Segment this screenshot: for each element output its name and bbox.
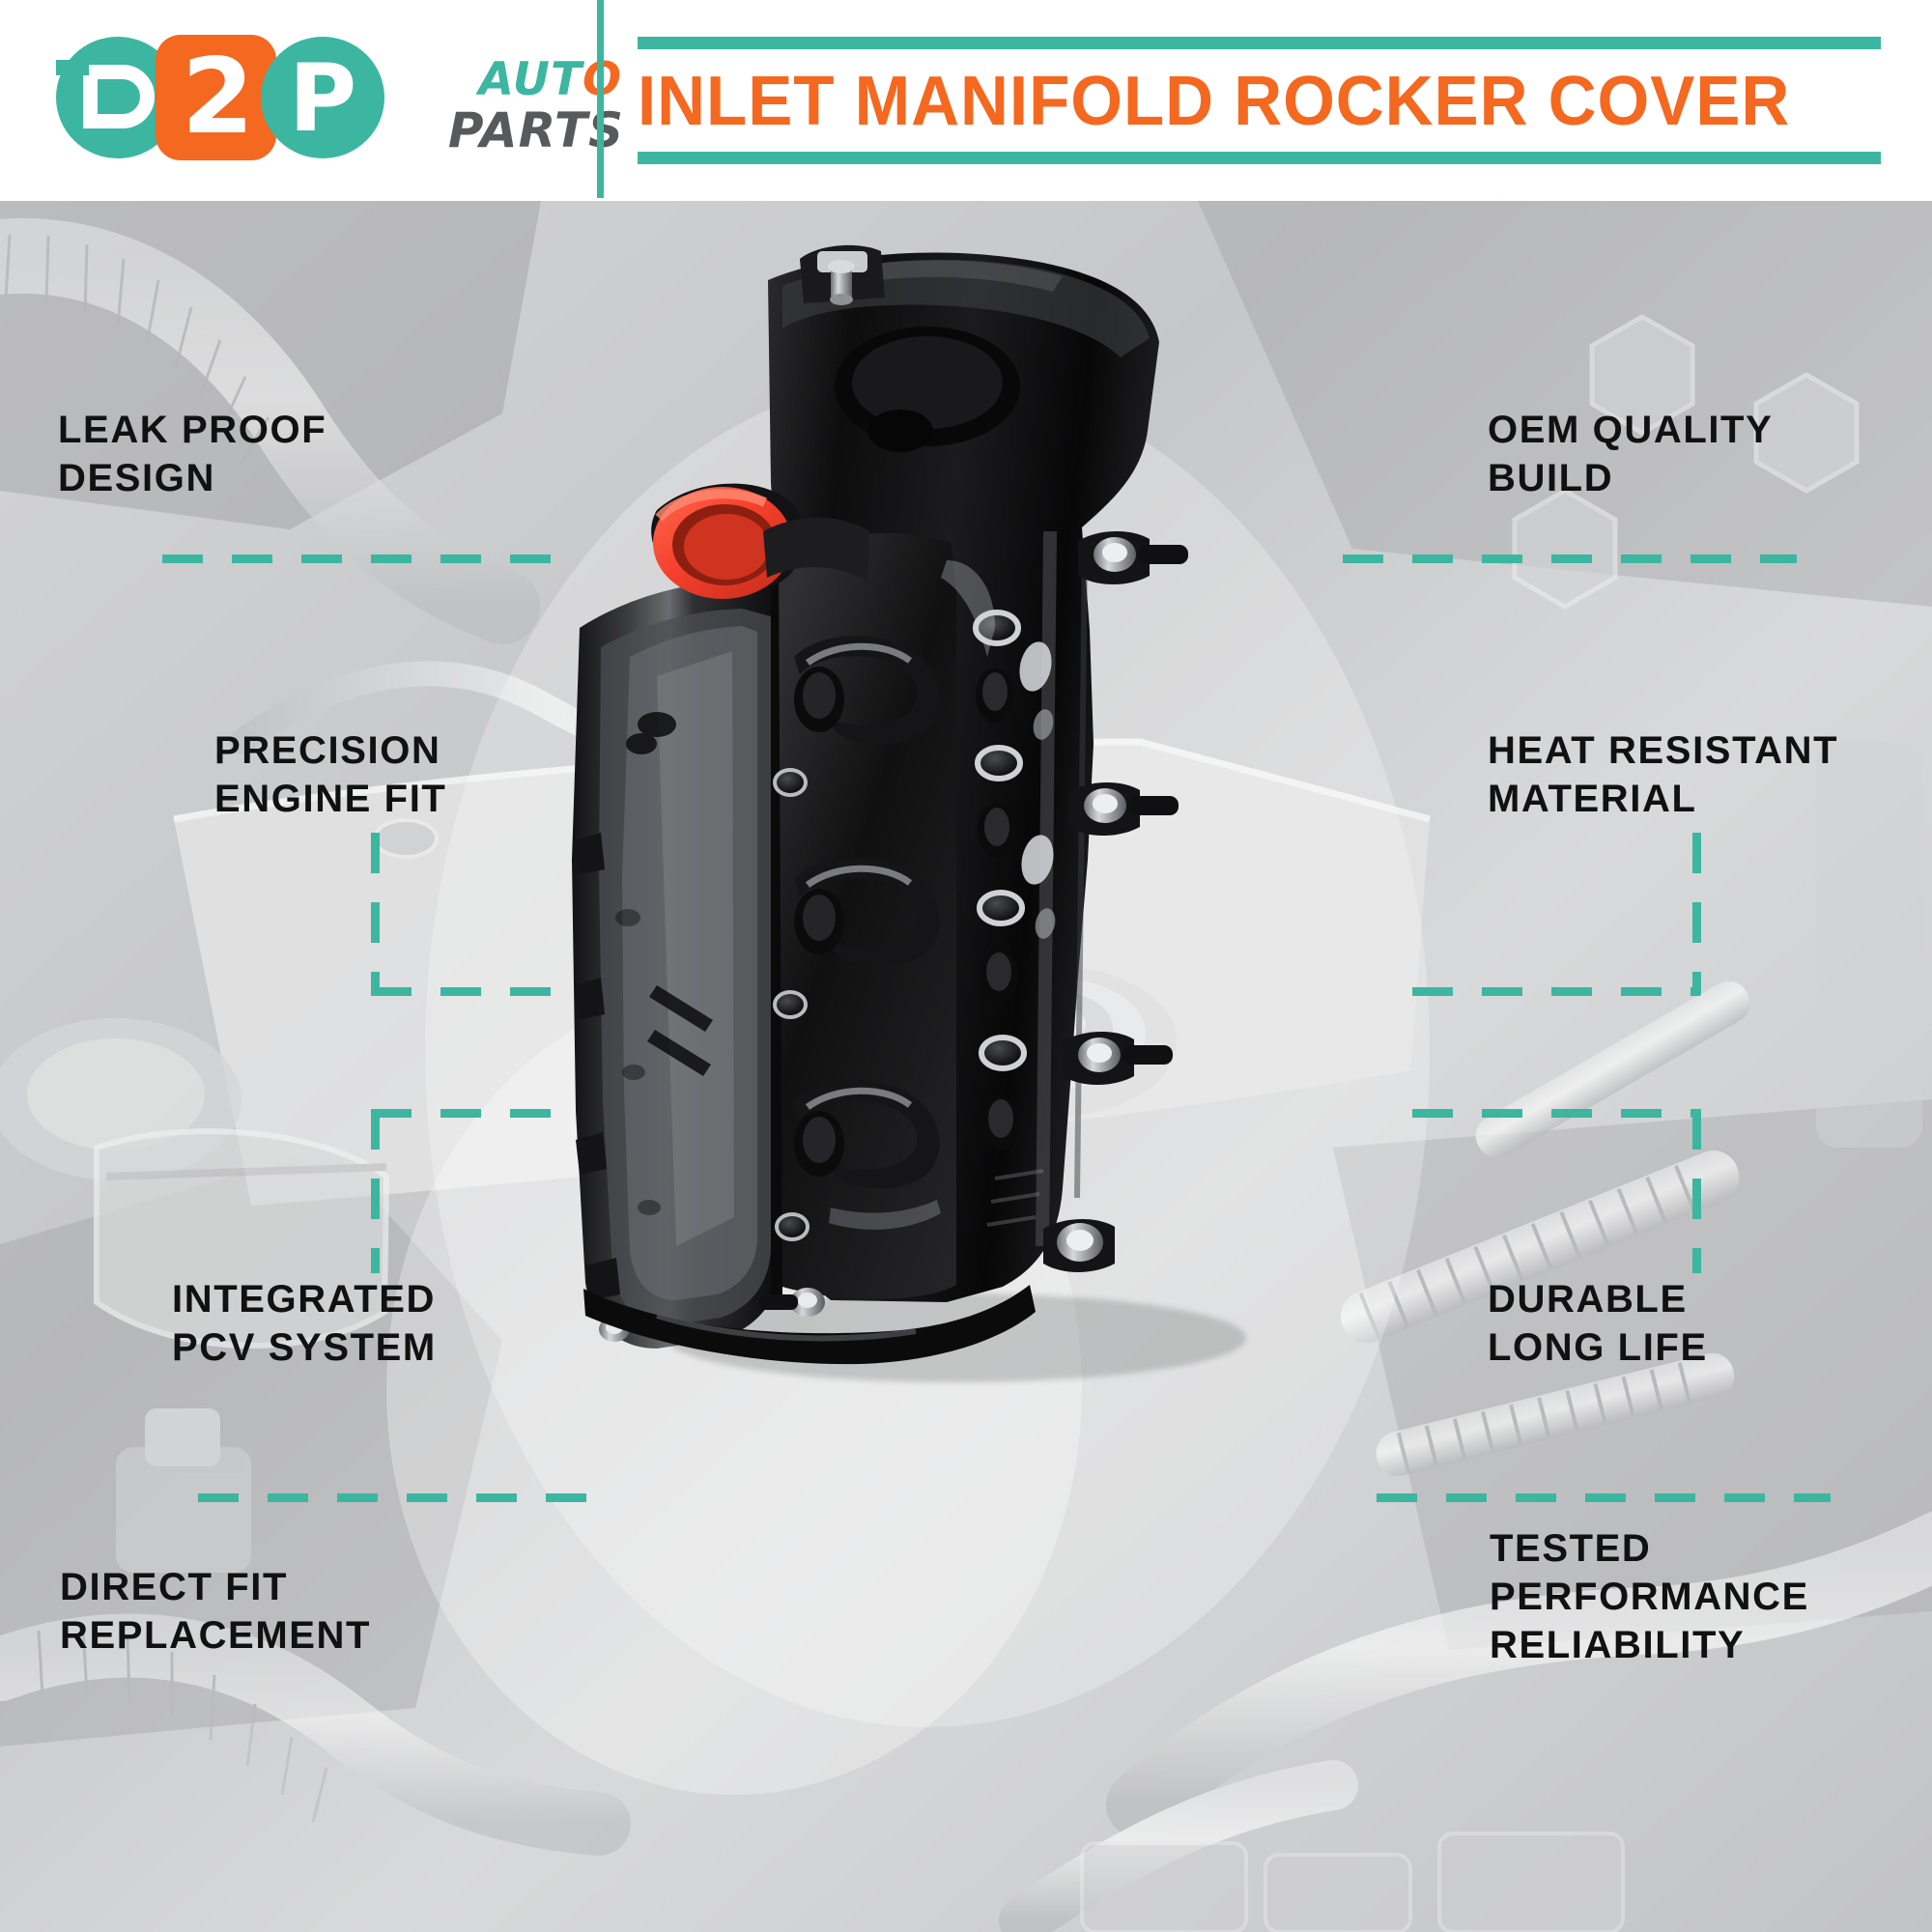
logo-letter-2-badge: 2 [156,35,276,160]
title-rule-bottom [638,152,1881,164]
page-title: INLET MANIFOLD ROCKER COVER [638,63,1791,140]
connector-direct-fit-replacement [198,1493,604,1502]
callout-leak-proof-design: LEAK PROOF DESIGN [58,406,541,502]
callout-line: LEAK PROOF [58,409,327,451]
logo-wordmark: AUTO PARTS [392,56,624,158]
callout-line: INTEGRATED [172,1278,437,1321]
product-image-rocker-cover [541,242,1314,1401]
callout-line: PERFORMANCE [1490,1576,1809,1618]
callout-durable-long-life: DURABLE LONG LIFE [1488,1275,1932,1372]
callout-line: MATERIAL [1488,778,1697,820]
logo-letter-d-slot [56,60,89,75]
logo-word-parts: PARTS [447,102,624,158]
callout-line: OEM QUALITY [1488,409,1774,451]
callout-precision-engine-fit: PRECISION ENGINE FIT [214,726,659,823]
callout-oem-quality-build: OEM QUALITY BUILD [1488,406,1913,502]
logo-word-auto-main: AUT [478,53,583,106]
connector-durable-long-life-vertical [1692,1109,1701,1273]
callout-heat-resistant-material: HEAT RESISTANT MATERIAL [1488,726,1932,823]
header-bar: 2 P AUTO PARTS INLET MANIFOLD ROCKER COV… [0,0,1932,201]
callout-integrated-pcv-system: INTEGRATED PCV SYSTEM [172,1275,626,1372]
connector-integrated-pcv-system-horizontal [371,1109,560,1118]
callout-line: HEAT RESISTANT [1488,729,1839,772]
logo-letter-p-glyph: P [288,44,357,153]
brand-logo[interactable]: 2 P AUTO PARTS [56,35,623,160]
callout-line: DURABLE [1488,1278,1688,1321]
connector-precision-engine-fit-vertical [371,833,380,995]
connector-leak-proof-design [162,554,578,563]
callout-line: PRECISION [214,729,441,772]
callout-line: DESIGN [58,457,215,499]
connector-oem-quality-build [1343,554,1797,563]
connector-integrated-pcv-system-vertical [371,1109,380,1273]
callout-line: REPLACEMENT [60,1614,372,1657]
connector-heat-resistant-material-vertical [1692,833,1701,995]
callout-line: BUILD [1488,457,1614,499]
logo-mark: 2 P [56,35,413,160]
callout-tested-performance-reliability: TESTED PERFORMANCE RELIABILITY [1490,1524,1932,1669]
logo-letter-p-badge: P [261,37,384,158]
callout-line: ENGINE FIT [214,778,447,820]
callout-line: TESTED [1490,1527,1652,1570]
callout-line: DIRECT FIT [60,1566,288,1608]
callout-line: PCV SYSTEM [172,1326,437,1369]
connector-durable-long-life-horizontal [1412,1109,1700,1118]
connector-precision-engine-fit-horizontal [371,987,551,996]
connector-heat-resistant-material-horizontal [1412,987,1700,996]
logo-letter-d-glyph [83,65,155,128]
logo-letter-2-glyph: 2 [181,37,254,157]
connector-tested-performance-reliability [1377,1493,1831,1502]
logo-word-auto: AUTO [392,56,624,104]
callout-direct-fit-replacement: DIRECT FIT REPLACEMENT [60,1563,562,1660]
callout-line: LONG LIFE [1488,1326,1708,1369]
header-vertical-divider [597,0,604,198]
product-title-block: INLET MANIFOLD ROCKER COVER [638,37,1893,164]
callout-line: RELIABILITY [1490,1624,1746,1666]
title-rule-top [638,37,1881,49]
